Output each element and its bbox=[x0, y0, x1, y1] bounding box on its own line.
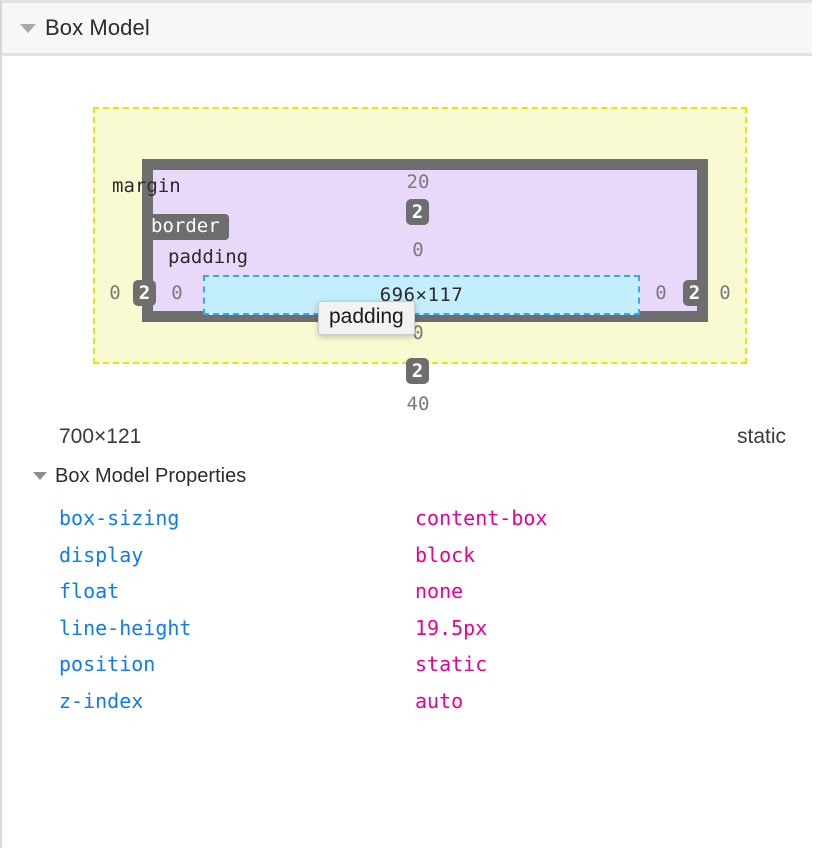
border-bottom-value[interactable]: 2 bbox=[406, 358, 429, 384]
margin-region-label: margin bbox=[112, 175, 181, 197]
property-value[interactable]: 19.5px bbox=[415, 615, 488, 640]
margin-bottom-value[interactable]: 40 bbox=[406, 393, 430, 415]
box-model-properties-title: Box Model Properties bbox=[55, 464, 247, 487]
page-title: Box Model bbox=[45, 15, 150, 40]
property-row[interactable]: line-height 19.5px bbox=[2, 610, 812, 647]
property-value[interactable]: none bbox=[415, 579, 464, 604]
margin-top-value[interactable]: 20 bbox=[406, 171, 430, 193]
border-region-label: border bbox=[145, 214, 229, 240]
region-tooltip: padding bbox=[318, 301, 415, 335]
padding-right-value[interactable]: 0 bbox=[655, 282, 667, 304]
box-model-properties-list: box-sizing content-box display block float no… bbox=[2, 500, 812, 719]
box-model-summary: 700×121 static bbox=[2, 418, 812, 456]
border-left-value[interactable]: 2 bbox=[133, 280, 156, 306]
triangle-down-icon[interactable] bbox=[33, 472, 47, 480]
content-size-label: 696×117 bbox=[379, 284, 464, 306]
triangle-down-icon[interactable] bbox=[20, 23, 36, 33]
property-row[interactable]: display block bbox=[2, 537, 812, 574]
border-right-value[interactable]: 2 bbox=[683, 280, 706, 306]
property-row[interactable]: z-index auto bbox=[2, 683, 812, 720]
property-name: line-height bbox=[59, 615, 192, 640]
property-row[interactable]: float none bbox=[2, 573, 812, 610]
property-row[interactable]: position static bbox=[2, 646, 812, 683]
padding-left-value[interactable]: 0 bbox=[171, 282, 183, 304]
element-size-label: 700×121 bbox=[59, 425, 142, 448]
property-name: display bbox=[59, 542, 144, 567]
padding-region-label: padding bbox=[168, 246, 249, 268]
content-region[interactable]: 696×117 bbox=[203, 275, 640, 315]
property-value[interactable]: block bbox=[415, 542, 476, 567]
property-value[interactable]: content-box bbox=[415, 506, 548, 531]
property-value[interactable]: static bbox=[415, 652, 488, 677]
property-name: box-sizing bbox=[59, 506, 180, 531]
margin-right-value[interactable]: 0 bbox=[719, 282, 731, 304]
padding-bottom-value[interactable]: 0 bbox=[412, 322, 424, 344]
box-model-properties-header[interactable]: Box Model Properties bbox=[2, 461, 812, 491]
padding-top-value[interactable]: 0 bbox=[412, 239, 424, 261]
property-row[interactable]: box-sizing content-box bbox=[2, 500, 812, 537]
property-value[interactable]: auto bbox=[415, 688, 464, 713]
property-name: position bbox=[59, 652, 156, 677]
element-position-label: static bbox=[736, 425, 786, 448]
property-name: float bbox=[59, 579, 120, 604]
box-model-section-header[interactable]: Box Model bbox=[2, 0, 812, 56]
border-top-value[interactable]: 2 bbox=[406, 199, 429, 225]
box-model-diagram: 696×117 margin border padding 20 2 0 0 2… bbox=[2, 56, 828, 415]
property-name: z-index bbox=[59, 688, 144, 713]
margin-left-value[interactable]: 0 bbox=[109, 282, 121, 304]
